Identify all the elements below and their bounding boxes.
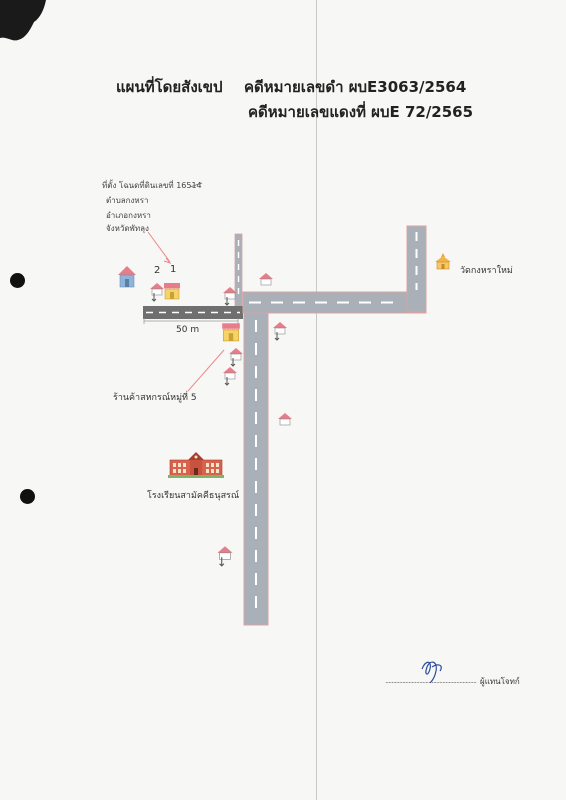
black-case-number: คดีหมายเลขดำ ผบE3063/2564 xyxy=(244,78,467,96)
shop-pointer-line xyxy=(187,349,225,392)
location-pointer-line xyxy=(147,231,171,263)
blue-house-icon xyxy=(118,266,136,288)
house-arrow-icon xyxy=(229,348,243,367)
plot-marker-1: 1 xyxy=(170,264,177,275)
location-note-line3: อำเภอกงหรา xyxy=(106,211,151,220)
temple-icon xyxy=(435,253,451,270)
house-icon xyxy=(259,273,273,286)
house-arrow-icon xyxy=(217,546,233,567)
road-west xyxy=(143,306,243,319)
signature-role: ผู้แทนโจทก์ xyxy=(480,677,520,686)
road-to-temple xyxy=(406,225,427,313)
scale-label: 50 m xyxy=(176,325,200,335)
punch-hole xyxy=(20,489,35,504)
shop-icon xyxy=(222,323,240,342)
note-pointer-tick xyxy=(189,182,203,188)
location-note-line1: ที่ตั้ง โฉนดที่ดินเลขที่ 16514 xyxy=(102,181,202,190)
shop-icon xyxy=(164,283,180,300)
location-note-line4: จังหวัดพัทลุง xyxy=(106,224,149,233)
signature-mark xyxy=(421,661,442,684)
road-east xyxy=(242,291,427,314)
house-arrow-icon xyxy=(223,287,237,306)
house-arrow-icon xyxy=(273,322,287,341)
punch-hole xyxy=(10,273,25,288)
red-case-number: คดีหมายเลขแดงที่ ผบE 72/2565 xyxy=(248,103,474,121)
paper-fold-line xyxy=(316,0,317,800)
house-arrow-icon xyxy=(223,367,237,386)
temple-label: วัดกงหราใหม่ xyxy=(460,266,513,276)
plot-marker-2: 2 xyxy=(154,265,161,276)
house-arrow-icon xyxy=(150,283,164,302)
school-label: โรงเรียนสามัคคีธนุสรณ์ xyxy=(147,491,240,501)
map-title: แผนที่โดยสังเขป xyxy=(116,78,223,96)
shop-label: ร้านค้าสหกรณ์หมู่ที่ 5 xyxy=(113,393,197,403)
location-pointer-arrowhead xyxy=(163,257,172,265)
school-icon xyxy=(168,452,224,478)
ink-smudge xyxy=(0,0,46,41)
road-main-south xyxy=(243,312,269,626)
scale-bar xyxy=(143,318,239,324)
location-note-line2: ตำบลกงหรา xyxy=(106,196,149,205)
house-icon xyxy=(278,413,292,426)
signature-line: ........................................… xyxy=(385,676,477,685)
